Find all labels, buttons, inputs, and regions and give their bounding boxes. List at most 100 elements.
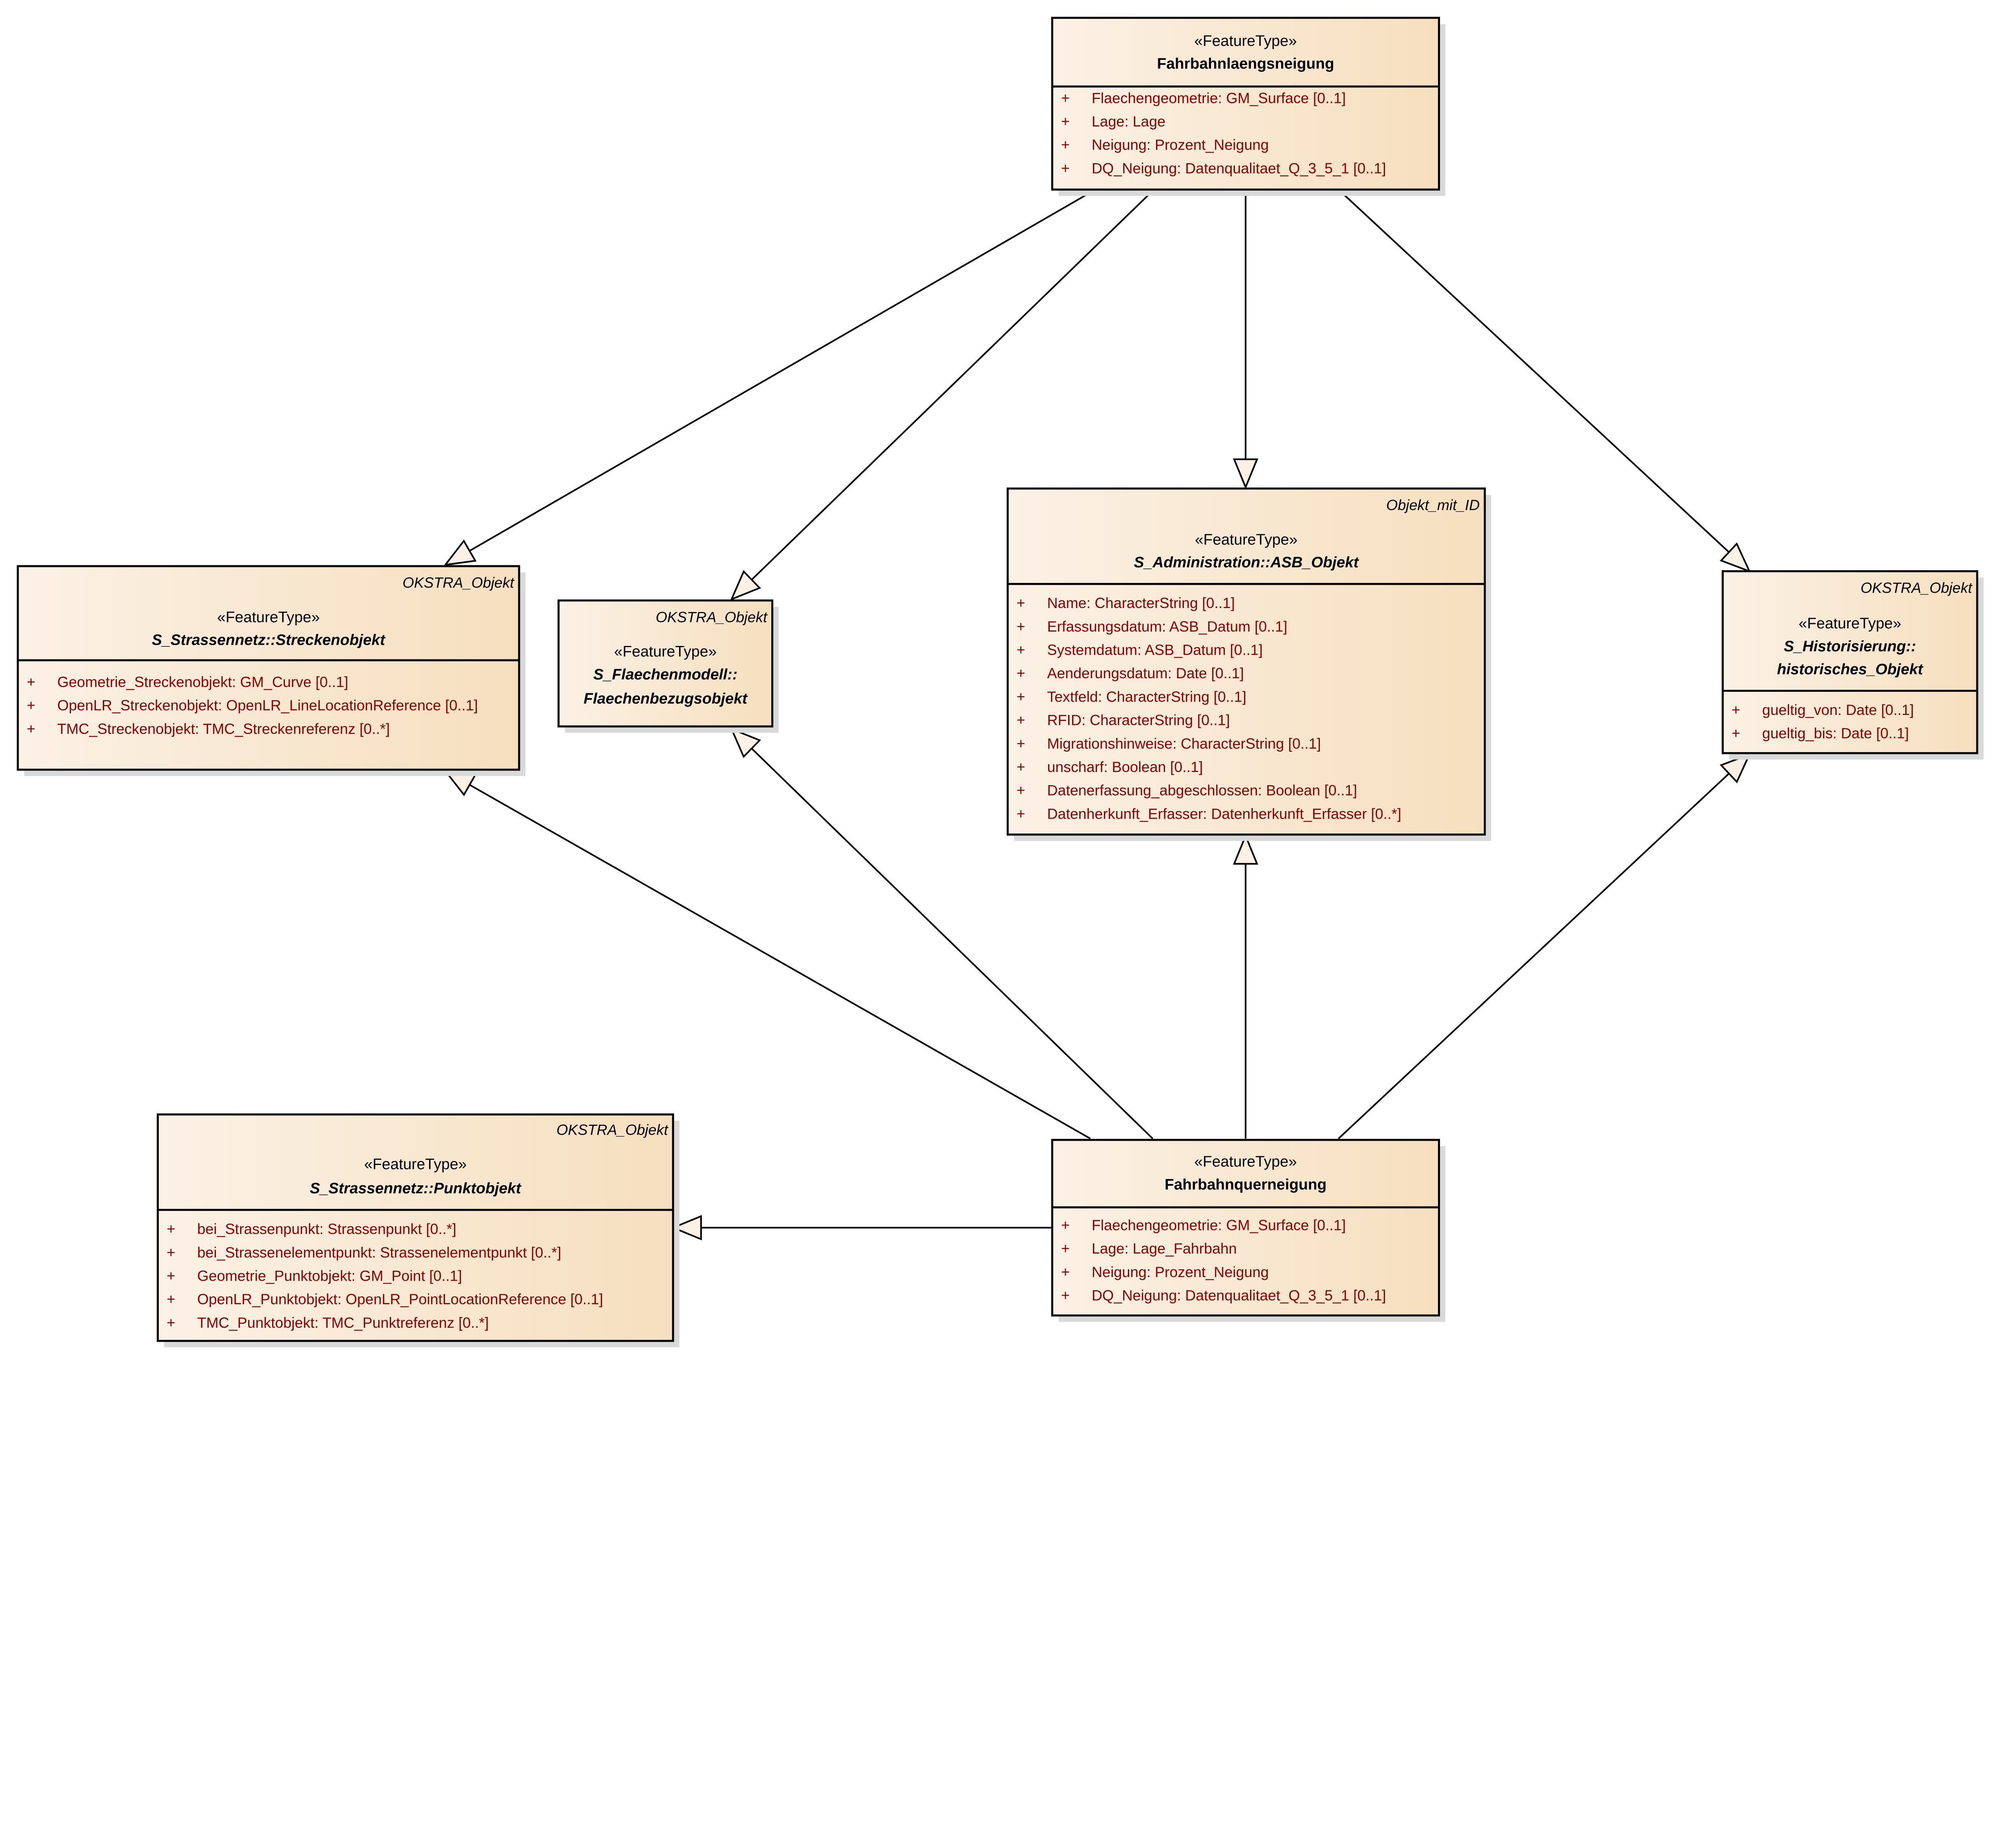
attribute[interactable]: DQ_Neigung: Datenqualitaet_Q_3_5_1 [0..1…	[1092, 160, 1386, 176]
class-box	[557, 599, 774, 728]
edge-line	[469, 189, 1096, 552]
edge-line	[751, 748, 1154, 1139]
visibility-public-marker: +	[167, 1221, 176, 1237]
class-box	[156, 1113, 674, 1342]
stereotype-label: «FeatureType»	[1195, 531, 1298, 548]
visibility-public-marker: +	[1017, 759, 1025, 775]
generalization-fahrbahnquerneigung-to-streckenobjekt[interactable]	[443, 770, 1091, 1139]
attribute[interactable]: Lage: Lage_Fahrbahn	[1092, 1240, 1237, 1257]
attribute[interactable]: RFID: CharacterString [0..1]	[1047, 712, 1230, 729]
attribute[interactable]: gueltig_bis: Date [0..1]	[1762, 725, 1909, 742]
visibility-public-marker: +	[167, 1291, 176, 1307]
attribute[interactable]: bei_Strassenelementpunkt: Strassenelemen…	[197, 1244, 561, 1261]
class-asb-objekt[interactable]: Objekt_mit_ID «FeatureType» S_Administrati…	[1006, 487, 1491, 841]
class-box	[1051, 17, 1440, 191]
class-box	[1006, 487, 1486, 836]
attribute[interactable]: Lage: Lage	[1092, 113, 1165, 130]
attribute[interactable]: Flaechengeometrie: GM_Surface [0..1]	[1092, 1217, 1346, 1234]
attribute[interactable]: Flaechengeometrie: GM_Surface [0..1]	[1092, 90, 1346, 106]
class-streckenobjekt[interactable]: OKSTRA_Objekt«FeatureType»S_Strassennetz…	[17, 565, 525, 776]
hollow-triangle-arrowhead-icon	[1720, 542, 1751, 573]
visibility-public-marker: +	[27, 721, 36, 737]
class-name: S_Administration::ASB_Objekt	[1134, 554, 1359, 571]
class-name: S_Historisierung::	[1784, 638, 1916, 655]
visibility-public-marker: +	[1061, 90, 1070, 106]
visibility-public-marker: +	[1061, 1287, 1070, 1304]
attribute[interactable]: OpenLR_Streckenobjekt: OpenLR_LineLocati…	[57, 697, 478, 714]
attribute[interactable]: DQ_Neigung: Datenqualitaet_Q_3_5_1 [0..1…	[1092, 1287, 1386, 1304]
visibility-public-marker: +	[1017, 595, 1025, 611]
generalization-fahrbahnlaengsneigung-to-flaechenbezugsobjekt[interactable]	[730, 189, 1155, 601]
hollow-triangle-arrowhead-icon	[443, 539, 477, 566]
attribute[interactable]: Name: CharacterString [0..1]	[1047, 595, 1235, 611]
attribute[interactable]: Datenherkunft_Erfasser: Datenherkunft_Er…	[1047, 806, 1401, 822]
class-name: Fahrbahnquerneigung	[1165, 1176, 1327, 1193]
attribute[interactable]: Migrationshinweise: CharacterString [0..…	[1047, 735, 1321, 752]
class-boxes: «FeatureType» Fahrbahnlaengsneigung + Flaec…	[17, 17, 1984, 1347]
parent-class-label: OKSTRA_Objekt	[1861, 580, 1973, 596]
parent-class-label: OKSTRA_Objekt	[403, 575, 515, 591]
attribute[interactable]: Datenerfassung_abgeschlossen: Boolean [0…	[1047, 782, 1357, 799]
stereotype-label: «FeatureType»	[614, 643, 717, 660]
class-flaechenbezugsobjekt[interactable]: OKSTRA_Objekt«FeatureType»S_Flaechenmode…	[557, 599, 779, 733]
visibility-public-marker: +	[1061, 160, 1070, 176]
visibility-public-marker: +	[1017, 735, 1025, 752]
attribute[interactable]: Neigung: Prozent_Neigung	[1092, 1264, 1269, 1280]
attribute[interactable]: Neigung: Prozent_Neigung	[1092, 137, 1269, 153]
diagram-canvas: «FeatureType» Fahrbahnlaengsneigung + Flaec…	[17, 17, 1984, 1347]
visibility-public-marker: +	[1732, 725, 1740, 742]
visibility-public-marker: +	[1061, 1217, 1070, 1234]
visibility-public-marker: +	[1017, 642, 1025, 658]
class-name: S_Flaechenmodell::	[593, 666, 737, 683]
hollow-triangle-arrowhead-icon	[1720, 753, 1751, 784]
attribute[interactable]: bei_Strassenpunkt: Strassenpunkt [0..*]	[197, 1221, 456, 1237]
generalization-fahrbahnquerneigung-to-punktobjekt[interactable]	[671, 1215, 1053, 1240]
attribute[interactable]: Textfeld: CharacterString [0..1]	[1047, 689, 1246, 705]
attribute[interactable]: TMC_Streckenobjekt: TMC_Streckenreferenz…	[57, 721, 389, 737]
stereotype-label: «FeatureType»	[1799, 615, 1901, 632]
edge-line	[1338, 189, 1730, 553]
class-fahrbahnquerneigung[interactable]: «FeatureType» Fahrbahnquerneigung + Flaeche…	[1051, 1139, 1446, 1322]
generalization-fahrbahnquerneigung-to-flaechenbezugsobjekt[interactable]	[730, 727, 1154, 1139]
stereotype-label: «FeatureType»	[364, 1155, 466, 1173]
attribute[interactable]: Systemdatum: ASB_Datum [0..1]	[1047, 642, 1262, 658]
stereotype-label: «FeatureType»	[1194, 1153, 1297, 1170]
attribute[interactable]: unscharf: Boolean [0..1]	[1047, 759, 1203, 775]
visibility-public-marker: +	[1017, 712, 1025, 729]
class-box	[1722, 570, 1978, 754]
hollow-triangle-arrowhead-icon	[1233, 458, 1258, 490]
generalization-fahrbahnlaengsneigung-to-historisches-objekt[interactable]	[1338, 189, 1751, 573]
class-historisches-objekt[interactable]: OKSTRA_Objekt «FeatureType» S_Historisieru…	[1722, 570, 1984, 760]
generalization-edges	[443, 189, 1751, 1240]
generalization-fahrbahnlaengsneigung-to-asb-objekt[interactable]	[1233, 190, 1258, 490]
class-name: Flaechenbezugsobjekt	[584, 690, 748, 707]
attribute[interactable]: Geometrie_Streckenobjekt: GM_Curve [0..1…	[57, 674, 348, 690]
visibility-public-marker: +	[1061, 137, 1070, 153]
uml-class-diagram: «FeatureType» Fahrbahnlaengsneigung + Flaec…	[17, 17, 1984, 1347]
class-name: S_Strassennetz::Streckenobjekt	[152, 632, 386, 649]
visibility-public-marker: +	[167, 1315, 176, 1331]
edge-line	[751, 189, 1155, 580]
attribute[interactable]: TMC_Punktobjekt: TMC_Punktreferenz [0..*…	[197, 1315, 489, 1331]
attribute[interactable]: Aenderungsdatum: Date [0..1]	[1047, 665, 1244, 681]
attribute[interactable]: gueltig_von: Date [0..1]	[1762, 702, 1914, 718]
stereotype-label: «FeatureType»	[1194, 32, 1297, 49]
hollow-triangle-arrowhead-icon	[1233, 833, 1258, 865]
class-name: Fahrbahnlaengsneigung	[1157, 55, 1334, 72]
hollow-triangle-arrowhead-icon	[730, 570, 761, 601]
class-punktobjekt[interactable]: OKSTRA_Objekt«FeatureType»S_Strassennetz…	[156, 1113, 679, 1347]
generalization-fahrbahnquerneigung-to-asb-objekt[interactable]	[1233, 833, 1258, 1139]
generalization-fahrbahnlaengsneigung-to-streckenobjekt[interactable]	[443, 189, 1096, 566]
class-box	[17, 565, 520, 771]
parent-class-label: OKSTRA_Objekt	[557, 1121, 669, 1138]
attribute[interactable]: OpenLR_Punktobjekt: OpenLR_PointLocation…	[197, 1291, 603, 1307]
hollow-triangle-arrowhead-icon	[671, 1215, 702, 1240]
class-fahrbahnlaengsneigung[interactable]: «FeatureType» Fahrbahnlaengsneigung + Flaec…	[1051, 17, 1446, 196]
hollow-triangle-arrowhead-icon	[730, 727, 761, 758]
edge-line	[469, 784, 1091, 1139]
attribute[interactable]: Erfassungsdatum: ASB_Datum [0..1]	[1047, 618, 1287, 635]
visibility-public-marker: +	[1061, 1240, 1070, 1257]
attribute[interactable]: Geometrie_Punktobjekt: GM_Point [0..1]	[197, 1268, 462, 1284]
generalization-fahrbahnquerneigung-to-historisches-objekt[interactable]	[1338, 753, 1751, 1139]
parent-class-label: Objekt_mit_ID	[1386, 497, 1479, 513]
